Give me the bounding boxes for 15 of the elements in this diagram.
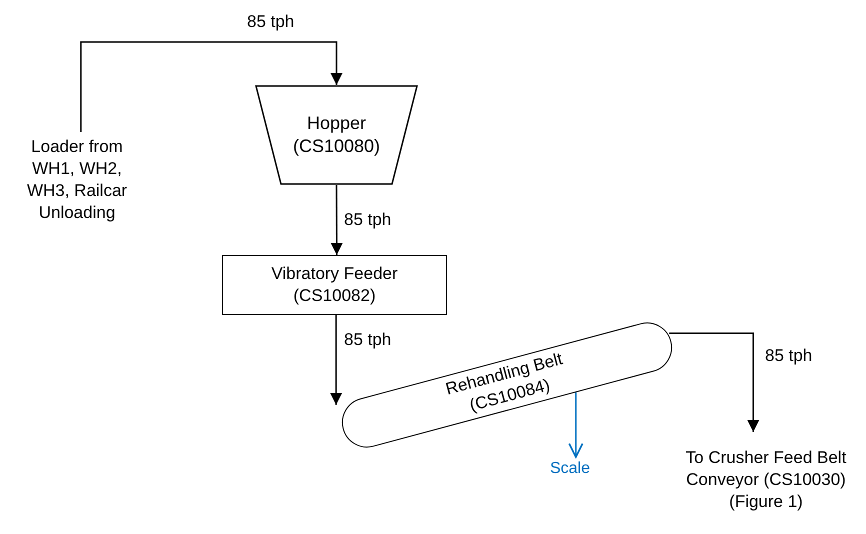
arrow [330, 315, 342, 405]
arrow [330, 185, 343, 255]
flow-rate-label: 85 tph [763, 346, 814, 365]
flow-rate-label: 85 tph [342, 330, 394, 349]
node-text: Loader from WH1, WH2, WH3, Railcar Unloading [26, 136, 128, 224]
process-box [222, 255, 447, 315]
scale-label: Scale [550, 458, 590, 479]
node-label: Hopper (CS10080) [292, 112, 382, 158]
arrow [80, 41, 342, 132]
arrow [568, 392, 584, 458]
node-text: To Crusher Feed Belt Conveyor (CS10030) (Figure 1) [684, 446, 848, 514]
node-label: Vibratory Feeder (CS10082) [270, 262, 399, 307]
flow-rate-label: 85 tph [245, 12, 296, 31]
arrow [669, 332, 760, 432]
flow-rate-label: 85 tph [342, 210, 394, 229]
